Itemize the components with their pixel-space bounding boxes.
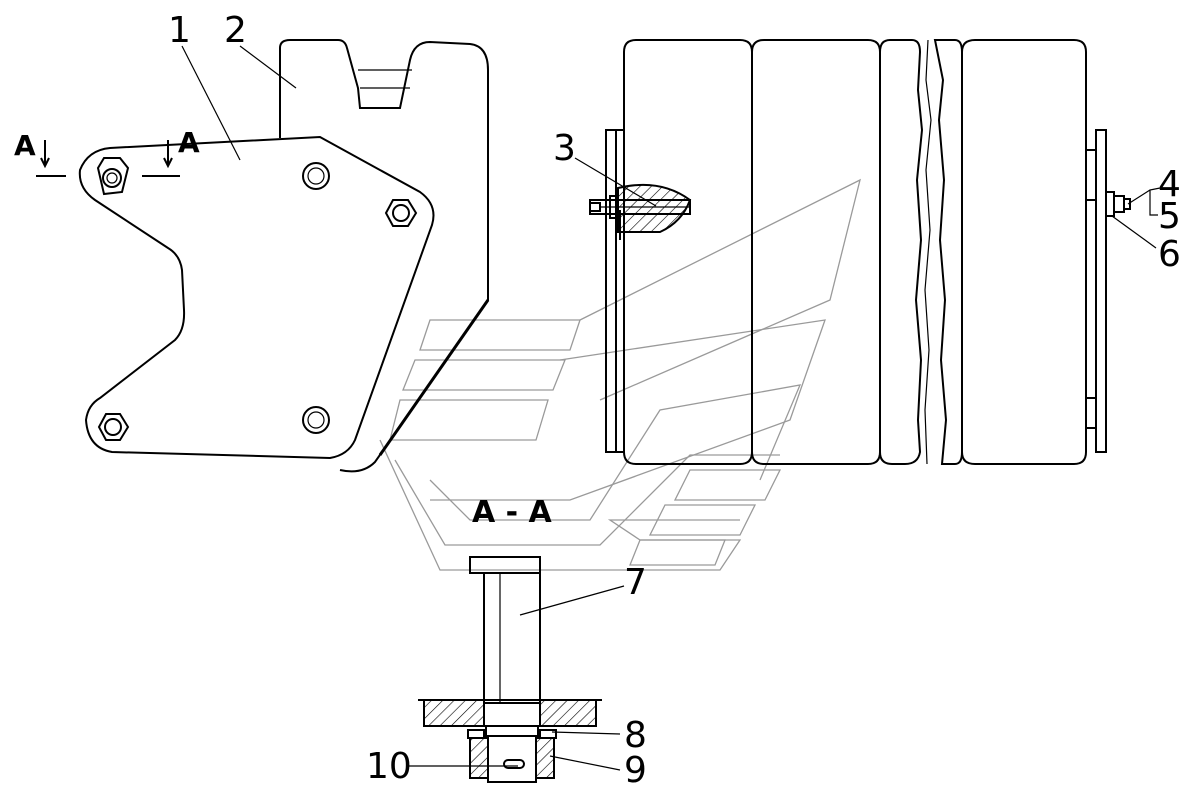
bolt-head-icon — [302, 162, 330, 190]
section-mark-right: A — [142, 126, 200, 177]
callout-8: 8 — [624, 715, 647, 756]
tank-body — [623, 39, 1087, 465]
callout-1: 1 — [168, 10, 191, 51]
stud-bolt — [589, 183, 692, 233]
upper-bracket — [279, 39, 490, 473]
right-flange — [1085, 129, 1131, 453]
callout-6: 6 — [1158, 234, 1181, 275]
section-letter: A — [14, 129, 36, 162]
mounting-plate — [78, 135, 435, 460]
bolt-head-icon — [97, 413, 130, 441]
section-letter: A — [178, 126, 200, 159]
callout-10: 10 — [366, 746, 412, 787]
callout-9: 9 — [624, 750, 647, 791]
callout-2: 2 — [224, 10, 247, 51]
leader-lines — [181, 45, 1161, 771]
section-view-title: A - A — [472, 495, 553, 530]
callout-labels: 1 2 3 4 5 6 7 8 9 10 — [168, 10, 1181, 791]
section-mark-left: A — [14, 129, 66, 177]
callout-4: 4 — [1158, 164, 1181, 205]
pin-section — [418, 556, 602, 783]
callout-7: 7 — [624, 562, 647, 603]
callout-5: 5 — [1158, 196, 1181, 237]
bolt-head-icon — [96, 157, 130, 196]
callout-3: 3 — [553, 128, 576, 169]
watermark — [379, 178, 861, 571]
bolt-head-icon — [384, 199, 418, 227]
bolt-head-icon — [302, 406, 330, 434]
